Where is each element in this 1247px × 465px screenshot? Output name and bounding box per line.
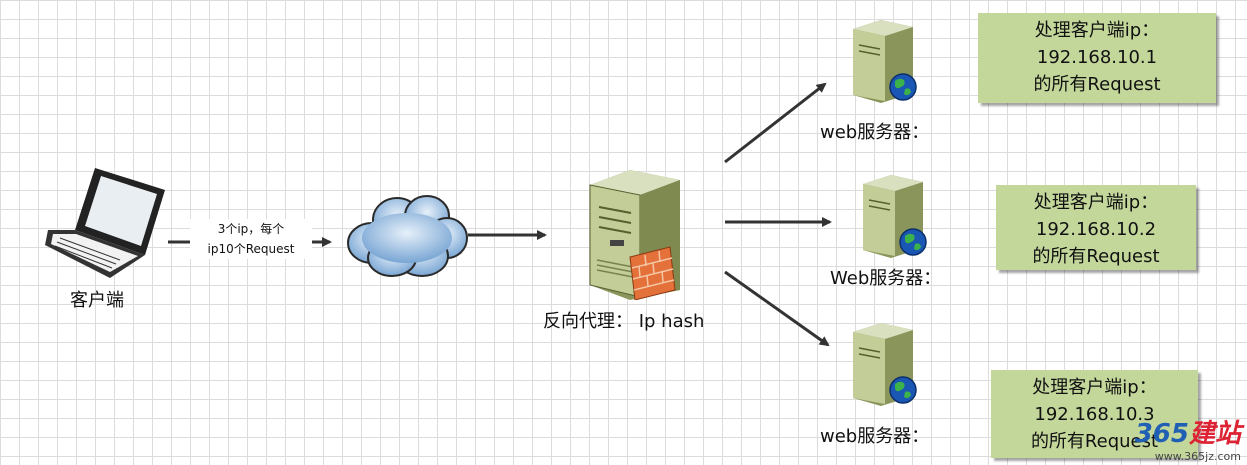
client-label: 客户端 xyxy=(70,290,124,311)
watermark-url: www.365jz.com xyxy=(1154,450,1241,463)
firewall-icon xyxy=(629,246,676,300)
proxy-node: 反向代理： Ip hash xyxy=(530,165,740,335)
note-3-line1: 处理客户端ip： xyxy=(1032,377,1157,398)
web-server-1-label: web服务器： xyxy=(820,122,930,143)
request-count-line2: ip10个Request xyxy=(207,242,295,256)
server-globe-icon xyxy=(853,323,917,406)
note-3-line2: 192.168.10.3 xyxy=(1034,404,1155,425)
note-1-line3: 的所有Request xyxy=(1033,74,1161,95)
web-server-2: Web服务器： xyxy=(828,170,978,295)
server-globe-icon xyxy=(863,175,927,258)
client-node: 客户端 xyxy=(40,160,170,311)
cloud-icon xyxy=(347,195,468,277)
note-1-line1: 处理客户端ip： xyxy=(1034,20,1160,41)
watermark-logo: 365 xyxy=(1134,419,1189,449)
laptop-icon xyxy=(45,168,165,278)
server-globe-icon xyxy=(853,20,917,103)
note-2-line2: 192.168.10.2 xyxy=(1035,219,1157,240)
proxy-server-icon xyxy=(589,170,680,300)
watermark-brand: 建站 xyxy=(1188,419,1241,449)
proxy-label: 反向代理： Ip hash xyxy=(543,311,705,332)
arrow-proxy-to-server-1 xyxy=(724,82,827,164)
web-server-2-label: Web服务器： xyxy=(830,268,942,289)
note-server-3: 处理客户端ip： 192.168.10.3 的所有Request xyxy=(991,370,1198,458)
note-2-line1: 处理客户端ip： xyxy=(1033,192,1159,213)
web-server-3: web服务器： xyxy=(815,318,965,448)
note-2-line3: 的所有Request xyxy=(1032,246,1160,267)
web-server-1: web服务器： xyxy=(815,15,965,143)
watermark: 365建站 www.365jz.com xyxy=(1135,413,1241,463)
arrow-proxy-to-server-3 xyxy=(724,270,830,347)
note-3-line3: 的所有Request xyxy=(1030,431,1159,452)
note-server-1: 处理客户端ip： 192.168.10.1 的所有Request xyxy=(978,13,1216,103)
note-1-line2: 192.168.10.1 xyxy=(1036,47,1158,68)
note-server-2: 处理客户端ip： 192.168.10.2 的所有Request xyxy=(996,185,1196,270)
web-server-3-label: web服务器： xyxy=(820,426,930,447)
request-count-label: 3个ip，每个 ip10个Request xyxy=(190,219,312,259)
request-count-line1: 3个ip，每个 xyxy=(217,222,285,236)
